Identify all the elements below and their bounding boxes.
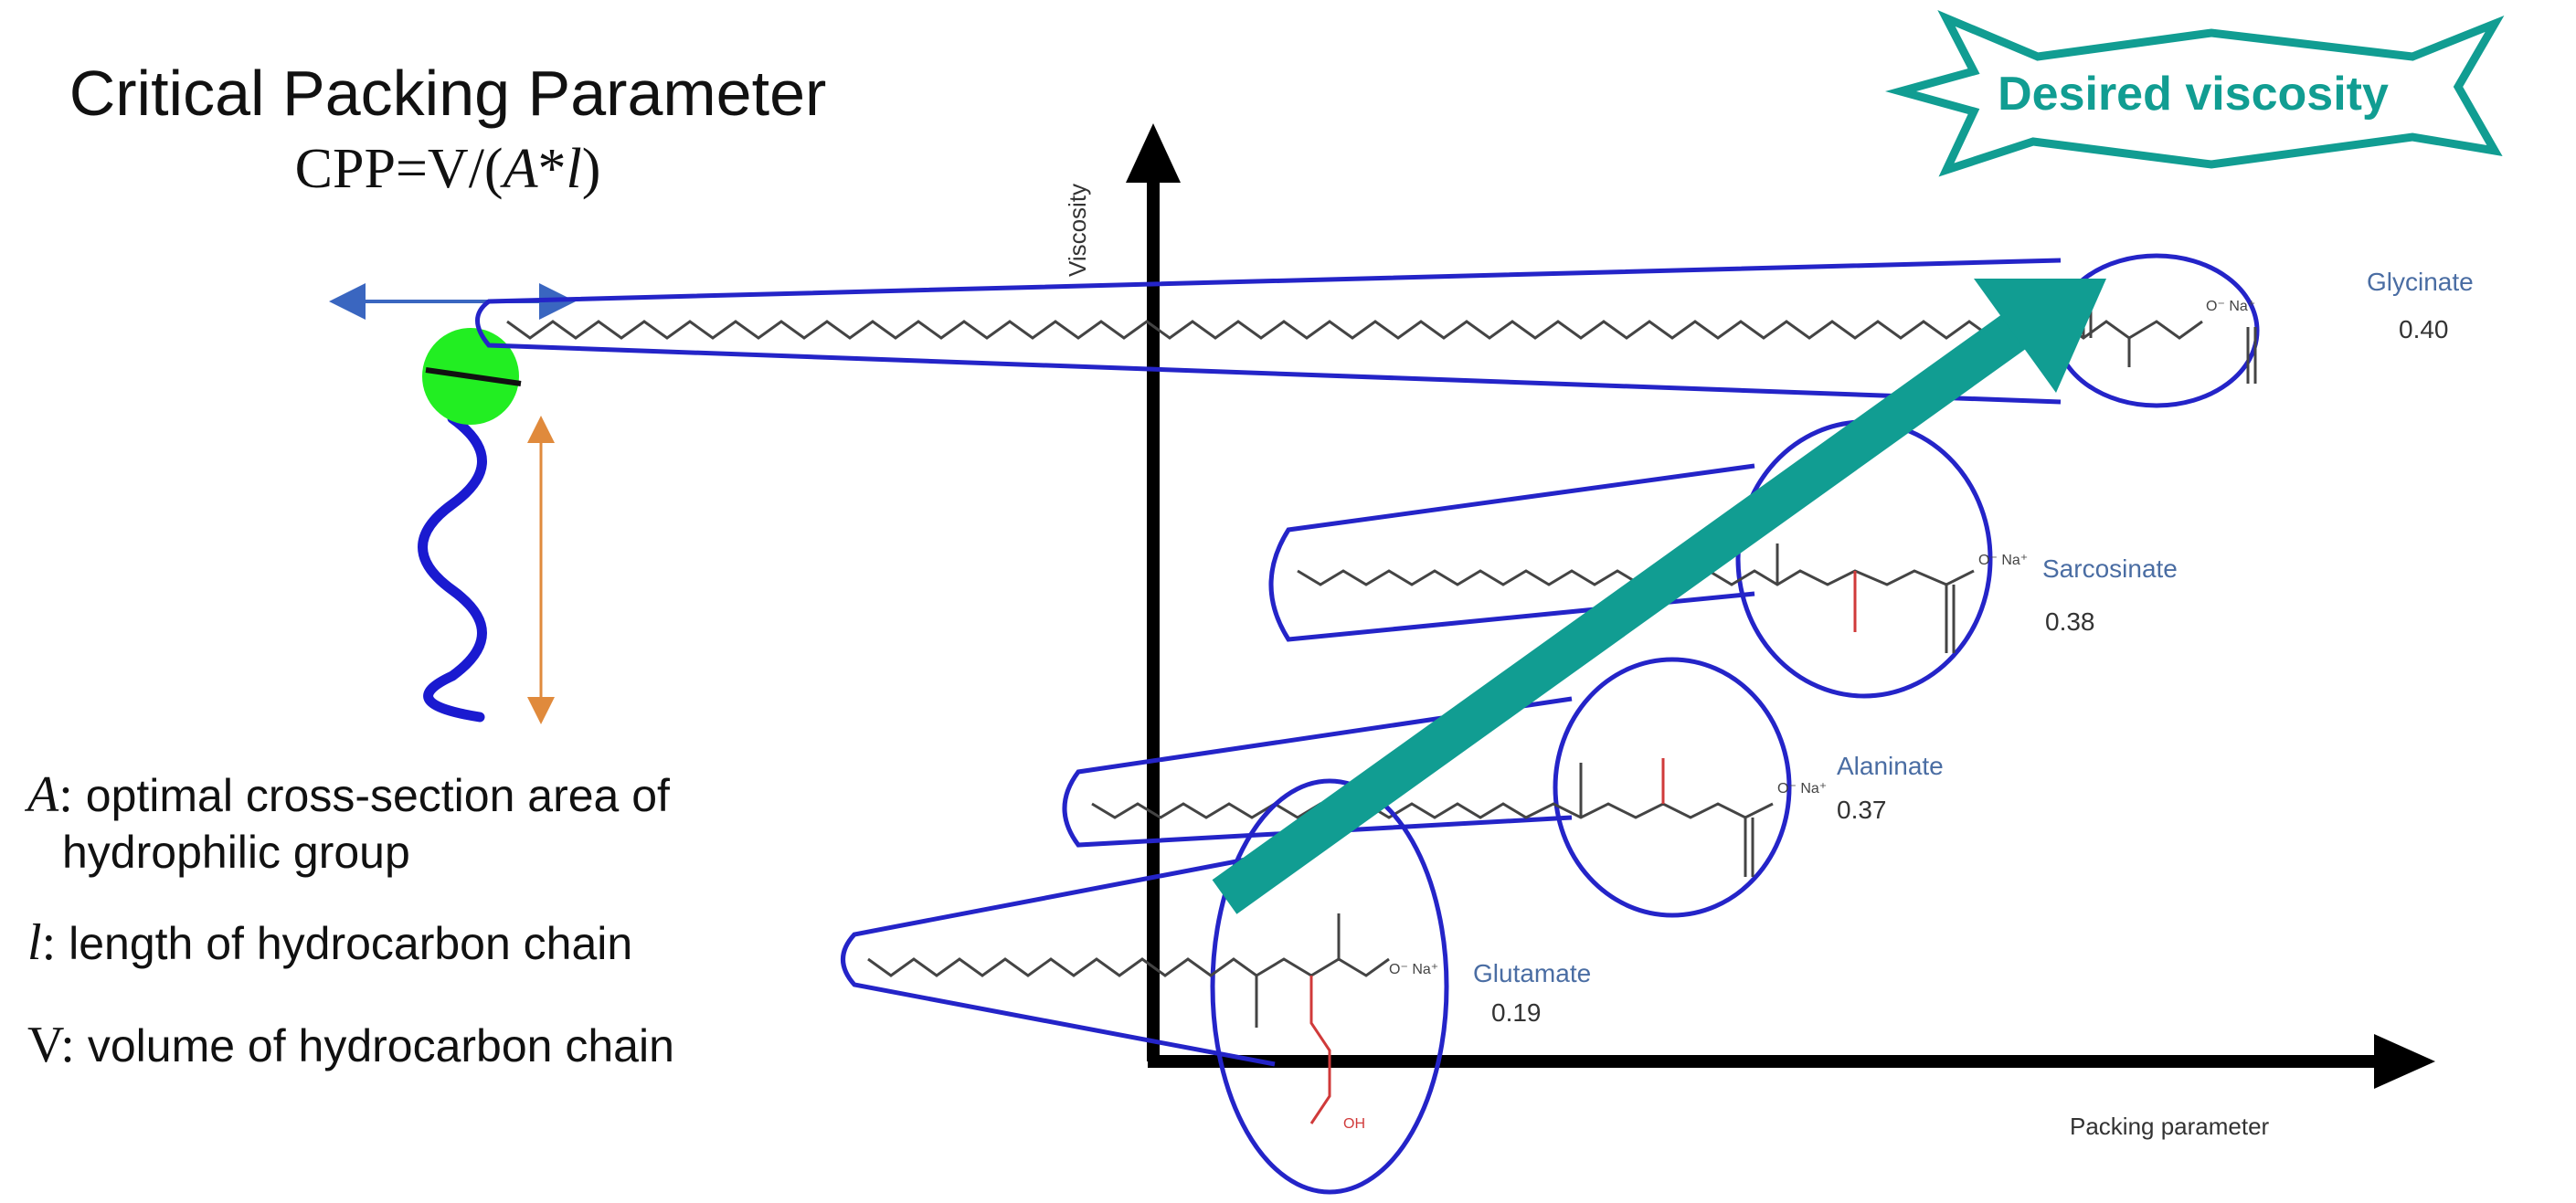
- sarcosinate-name: Sarcosinate: [2042, 554, 2178, 583]
- definition-volume: V: volume of hydrocarbon chain: [27, 1017, 674, 1073]
- y-axis-label: Viscosity: [1064, 184, 1091, 277]
- glutamate-headgroup-circle: [1210, 778, 1449, 1195]
- definition-length-symbol: l: [27, 914, 42, 971]
- definition-area-text: optimal cross-section area of: [85, 770, 670, 821]
- molecule-glycinate: O⁻ Na⁺ Glycinate 0.40: [475, 253, 2474, 408]
- definition-area-symbol: A: [27, 766, 59, 823]
- x-axis-label: Packing parameter: [2070, 1113, 2270, 1140]
- glutamate-cpp: 0.19: [1491, 998, 1542, 1027]
- sarcosinate-ion-label: O⁻ Na⁺: [1978, 553, 2028, 568]
- glycinate-headgroup-circle: [2053, 253, 2260, 408]
- trend-arrow: [1212, 279, 2106, 914]
- formula-suffix: ): [581, 138, 601, 200]
- desired-viscosity-label: Desired viscosity: [1998, 68, 2389, 121]
- page-title: Critical Packing Parameter: [69, 58, 827, 129]
- cpp-formula: CPP=V/(A*l): [9, 137, 886, 202]
- definition-volume-text: volume of hydrocarbon chain: [87, 1020, 674, 1071]
- hydrocarbon-tail: [418, 413, 487, 723]
- glycinate-ion-label: O⁻ Na⁺: [2206, 299, 2255, 314]
- definition-area: A: optimal cross-section area of: [27, 766, 670, 823]
- axes: [1126, 123, 2435, 1089]
- glutamate-acid-label: OH: [1343, 1116, 1365, 1132]
- alaninate-ion-label: O⁻ Na⁺: [1777, 781, 1827, 797]
- glutamate-chain-structure: [867, 957, 1390, 977]
- definition-length-text: length of hydrocarbon chain: [69, 918, 633, 969]
- definition-area-continuation: hydrophilic group: [62, 827, 410, 878]
- sarcosinate-chain-outline: [1268, 463, 1755, 642]
- sarcosinate-cpp: 0.38: [2045, 607, 2095, 636]
- molecule-alaninate: O⁻ Na⁺ Alaninate 0.37: [1062, 657, 1944, 918]
- sarcosinate-chain-structure: [1297, 569, 1975, 586]
- y-axis-arrowhead: [1126, 123, 1181, 183]
- star-shape: [1885, 10, 2505, 177]
- glycinate-name: Glycinate: [2367, 268, 2474, 296]
- glycinate-chain-structure: [506, 320, 2203, 340]
- definition-length: l: length of hydrocarbon chain: [27, 914, 633, 971]
- surfactant-schematic: [329, 283, 576, 724]
- formula-multiply: *: [537, 138, 567, 200]
- glutamate-name: Glutamate: [1473, 959, 1591, 987]
- glutamate-ion-label: O⁻ Na⁺: [1389, 962, 1438, 977]
- formula-prefix: CPP=V/(: [294, 138, 504, 200]
- formula-length-symbol: l: [566, 138, 582, 200]
- alaninate-cpp: 0.37: [1837, 796, 1887, 824]
- glycinate-cpp: 0.40: [2399, 315, 2449, 343]
- alaninate-chain-structure: [1091, 802, 1774, 819]
- molecule-glutamate: OH O⁻ Na⁺ Glutamate 0.19: [841, 778, 1591, 1195]
- x-axis-arrowhead: [2374, 1034, 2435, 1089]
- alaninate-chain-outline: [1062, 696, 1573, 848]
- desired-viscosity-badge: Desired viscosity: [1885, 10, 2505, 177]
- alaninate-headgroup-circle: [1553, 657, 1792, 918]
- definition-volume-symbol: V: [27, 1017, 61, 1073]
- head-diameter-line: [425, 367, 522, 386]
- glutamate-chain-outline: [841, 851, 1276, 1067]
- alaninate-name: Alaninate: [1837, 752, 1944, 780]
- glycinate-chain-outline: [475, 258, 2062, 405]
- formula-area-symbol: A: [503, 138, 538, 200]
